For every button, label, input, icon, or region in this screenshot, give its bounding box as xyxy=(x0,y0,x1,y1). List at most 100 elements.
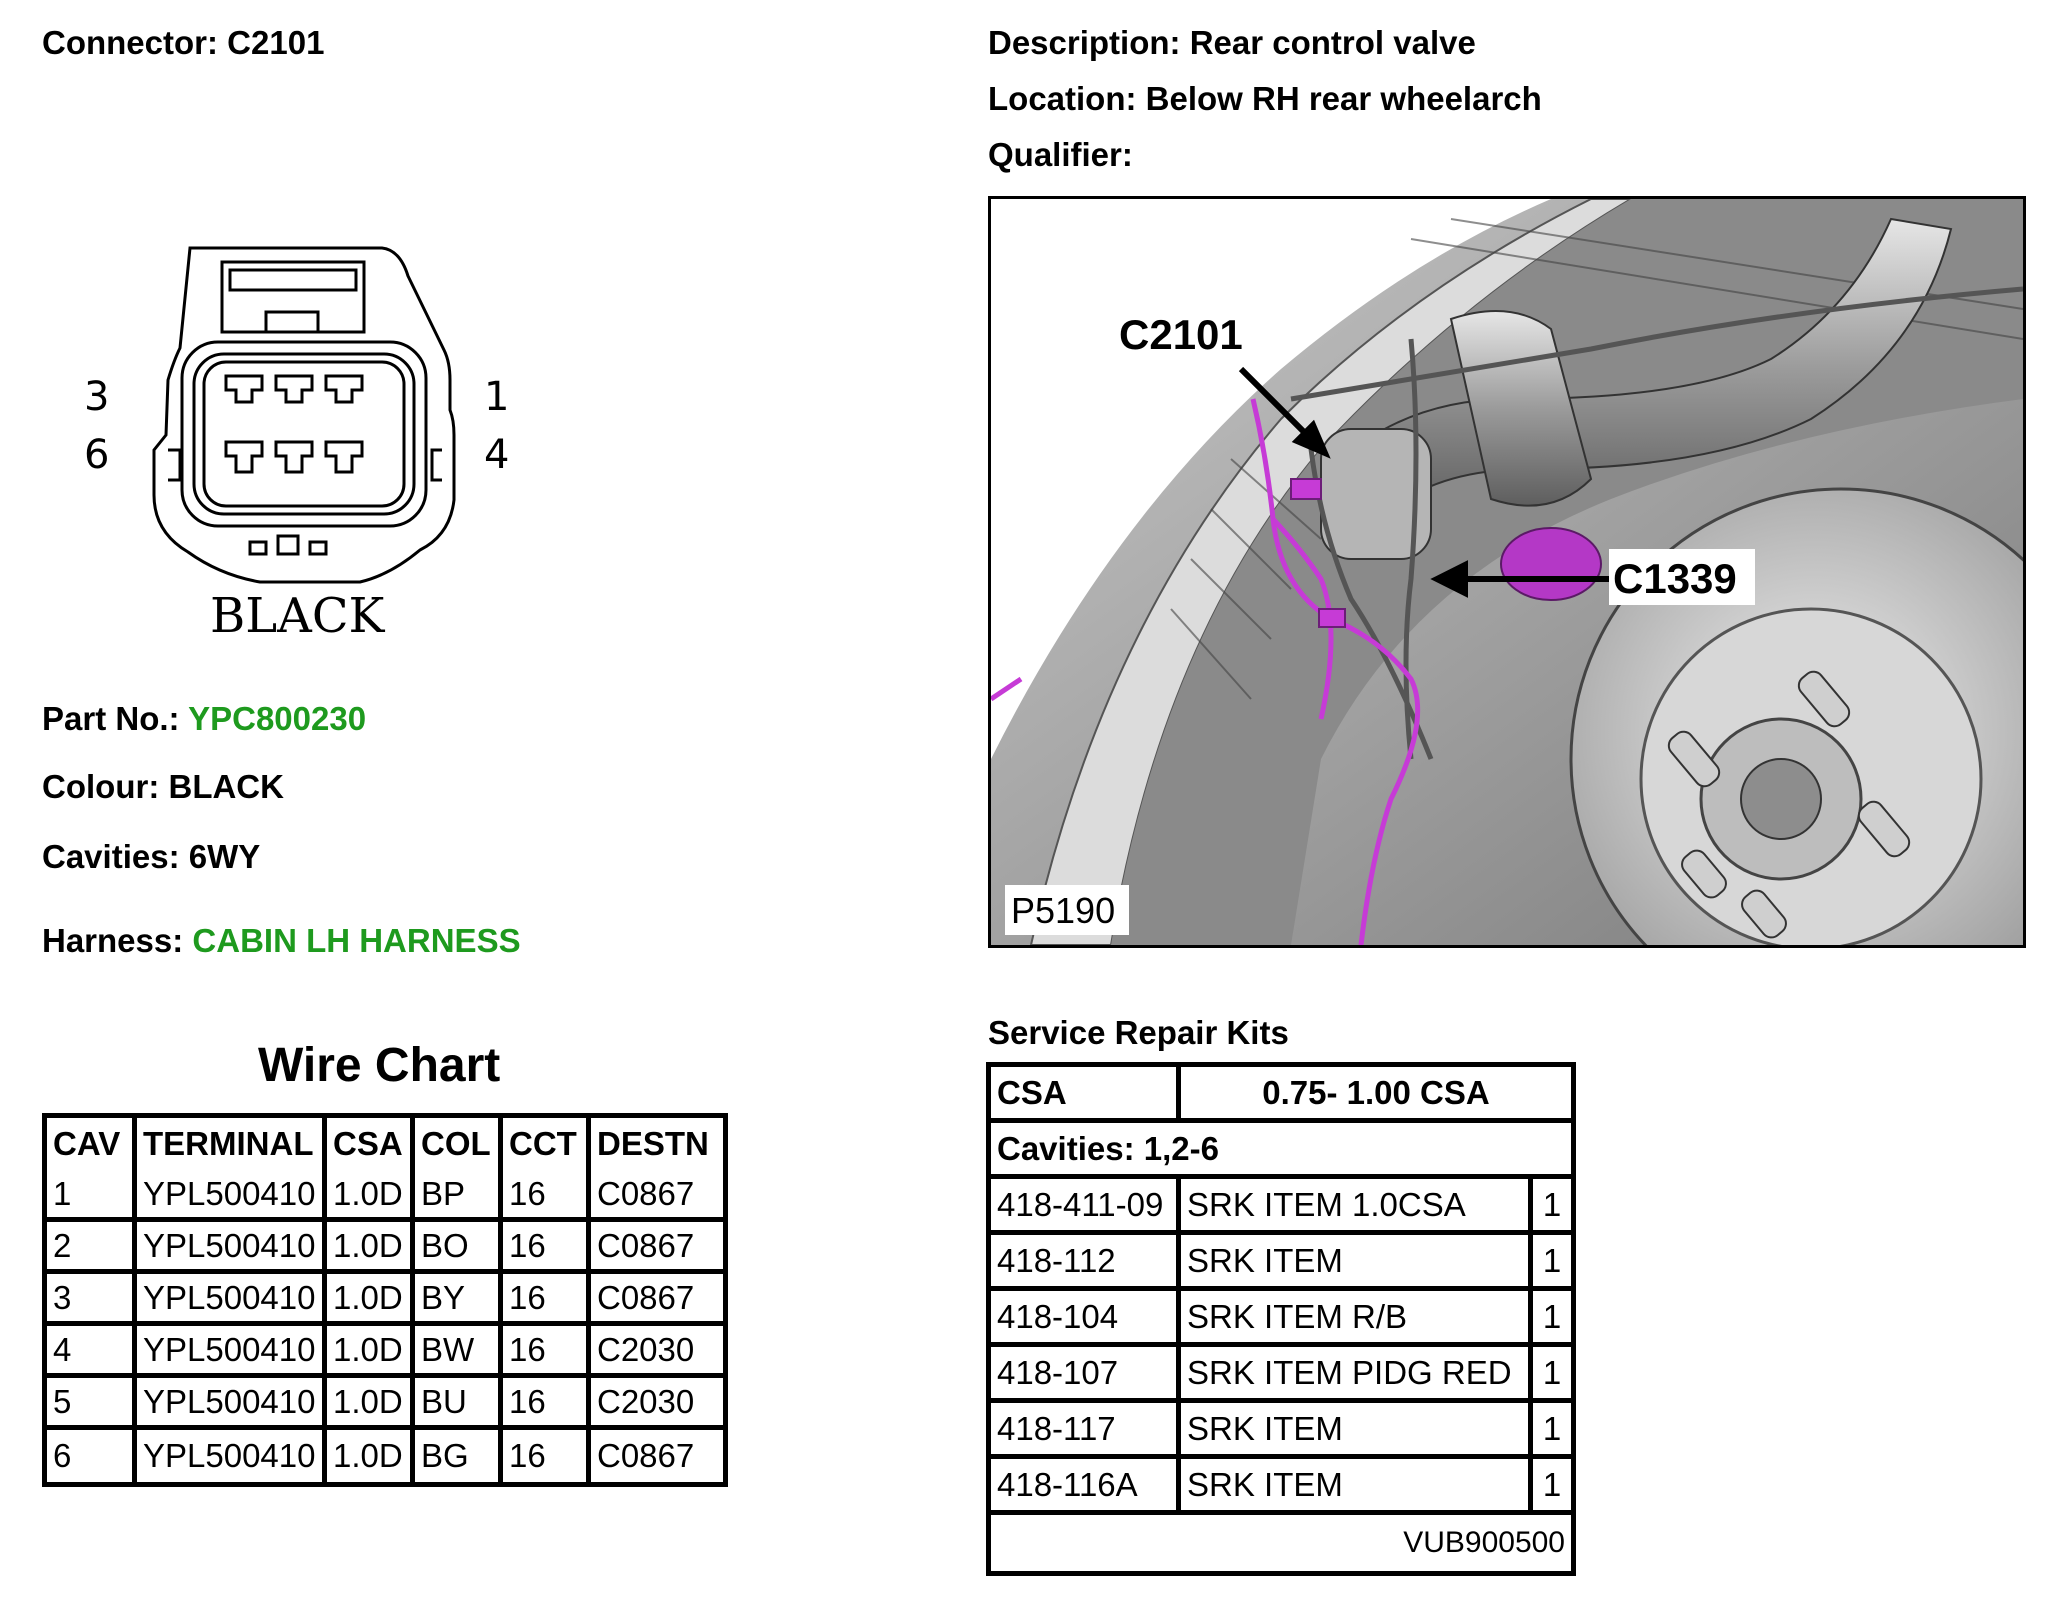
kits-csa-label: CSA xyxy=(991,1067,1181,1123)
qualifier-label: Qualifier: xyxy=(988,136,1133,173)
kits-csa-value: 0.75- 1.00 CSA xyxy=(1181,1067,1571,1123)
col-header-destn: DESTN xyxy=(597,1125,709,1162)
kits-cavities: Cavities: 1,2-6 xyxy=(991,1123,1571,1179)
harness-line: Harness: CABIN LH HARNESS xyxy=(42,922,521,960)
cell-cav: 6 xyxy=(47,1430,137,1482)
table-row: 5 YPL500410 1.0D BU 16 C2030 xyxy=(47,1378,723,1430)
pin-label-3: 3 xyxy=(84,374,109,420)
table-row: 418-117 SRK ITEM 1 xyxy=(991,1403,1571,1459)
table-row: 3 YPL500410 1.0D BY 16 C0867 xyxy=(47,1274,723,1326)
kit-part-number: 418-411-09 xyxy=(991,1179,1181,1235)
wire-chart-header-row: CAV TERMINAL CSA COL CCT DESTN xyxy=(47,1118,723,1170)
wire-chart-table: CAV TERMINAL CSA COL CCT DESTN 1 YPL5004… xyxy=(42,1113,728,1487)
location-photo-illustration: C2101 C1339 P5190 xyxy=(991,199,2023,945)
kit-quantity: 1 xyxy=(1533,1291,1571,1347)
cell-col: BO xyxy=(415,1222,503,1274)
kit-quantity: 1 xyxy=(1533,1403,1571,1459)
kit-description: SRK ITEM PIDG RED xyxy=(1181,1347,1533,1403)
cell-destn: C0867 xyxy=(591,1274,723,1326)
table-row: 418-116A SRK ITEM 1 xyxy=(991,1459,1571,1515)
kit-description: SRK ITEM xyxy=(1181,1235,1533,1291)
location-value: Below RH rear wheelarch xyxy=(1145,80,1542,117)
cell-col: BU xyxy=(415,1378,503,1430)
part-no-value[interactable]: YPC800230 xyxy=(188,700,367,737)
kit-part-number: 418-104 xyxy=(991,1291,1181,1347)
cell-destn: C0867 xyxy=(591,1170,723,1222)
cell-cav: 4 xyxy=(47,1326,137,1378)
pin-label-1: 1 xyxy=(484,374,509,420)
kit-description: SRK ITEM R/B xyxy=(1181,1291,1533,1347)
table-row: 418-112 SRK ITEM 1 xyxy=(991,1235,1571,1291)
cell-terminal: YPL500410 xyxy=(137,1378,327,1430)
connector-line: Connector: C2101 xyxy=(42,24,324,62)
harness-label: Harness: xyxy=(42,922,184,959)
cell-cav: 5 xyxy=(47,1378,137,1430)
col-header-col: COL xyxy=(415,1118,503,1170)
service-kits-title: Service Repair Kits xyxy=(988,1014,1289,1051)
cell-destn: C0867 xyxy=(597,1437,695,1474)
kit-part-number: 418-112 xyxy=(991,1235,1181,1291)
cavities-label: Cavities: xyxy=(42,838,180,875)
kit-description: SRK ITEM xyxy=(1181,1459,1533,1515)
kits-footer-row: VUB900500 xyxy=(991,1515,1571,1571)
kit-description: SRK ITEM 1.0CSA xyxy=(1181,1179,1533,1235)
pin-label-6: 6 xyxy=(84,432,109,478)
colour-value: BLACK xyxy=(168,768,284,805)
wire-chart-title: Wire Chart xyxy=(258,1039,501,1092)
cell-cct: 16 xyxy=(503,1326,591,1378)
cell-terminal: YPL500410 xyxy=(137,1222,327,1274)
cell-csa: 1.0D xyxy=(327,1378,415,1430)
connector-value: C2101 xyxy=(227,24,325,61)
kit-part-number: 418-107 xyxy=(991,1347,1181,1403)
cell-terminal: YPL500410 xyxy=(137,1430,327,1482)
callout-c2101: C2101 xyxy=(1119,311,1243,358)
description-line: Description: Rear control valve xyxy=(988,24,1476,62)
cell-cct: 16 xyxy=(503,1274,591,1326)
kits-footer-code: VUB900500 xyxy=(1403,1526,1565,1559)
cavities-value: 6WY xyxy=(188,838,261,875)
table-row: 4 YPL500410 1.0D BW 16 C2030 xyxy=(47,1326,723,1378)
location-line: Location: Below RH rear wheelarch xyxy=(988,80,1542,118)
cell-csa: 1.0D xyxy=(327,1170,415,1222)
cell-cav: 1 xyxy=(47,1170,137,1222)
cell-destn: C2030 xyxy=(591,1326,723,1378)
table-row: 2 YPL500410 1.0D BO 16 C0867 xyxy=(47,1222,723,1274)
pin-label-4: 4 xyxy=(484,432,509,478)
table-row: 1 YPL500410 1.0D BP 16 C0867 xyxy=(47,1170,723,1222)
cell-terminal: YPL500410 xyxy=(137,1274,327,1326)
cell-csa: 1.0D xyxy=(327,1430,415,1482)
table-row: 6 YPL500410 1.0D BG 16 C0867 xyxy=(47,1430,723,1482)
kit-part-number: 418-116A xyxy=(991,1459,1181,1515)
cavities-line: Cavities: 6WY xyxy=(42,838,260,876)
cell-col: BG xyxy=(415,1430,503,1482)
cell-destn: C0867 xyxy=(591,1222,723,1274)
kit-quantity: 1 xyxy=(1533,1179,1571,1235)
location-label: Location: xyxy=(988,80,1137,117)
colour-label: Colour: xyxy=(42,768,160,805)
kits-cavities-row: Cavities: 1,2-6 xyxy=(991,1123,1571,1179)
photo-ref: P5190 xyxy=(1011,890,1115,931)
qualifier-line: Qualifier: xyxy=(988,136,1133,174)
kit-quantity: 1 xyxy=(1533,1235,1571,1291)
kit-part-number: 418-117 xyxy=(991,1403,1181,1459)
kit-quantity: 1 xyxy=(1533,1459,1571,1515)
cell-csa: 1.0D xyxy=(327,1222,415,1274)
location-photo: C2101 C1339 P5190 xyxy=(988,196,2026,948)
col-header-csa: CSA xyxy=(327,1118,415,1170)
harness-value[interactable]: CABIN LH HARNESS xyxy=(192,922,521,959)
colour-line: Colour: BLACK xyxy=(42,768,284,806)
connector-label: Connector: xyxy=(42,24,218,61)
cell-col: BY xyxy=(415,1274,503,1326)
callout-c1339: C1339 xyxy=(1613,555,1737,602)
cell-csa: 1.0D xyxy=(327,1274,415,1326)
kit-quantity: 1 xyxy=(1533,1347,1571,1403)
col-header-cav: CAV xyxy=(47,1118,137,1170)
cell-destn: C2030 xyxy=(591,1378,723,1430)
table-row: 418-104 SRK ITEM R/B 1 xyxy=(991,1291,1571,1347)
description-label: Description: xyxy=(988,24,1181,61)
cell-csa: 1.0D xyxy=(327,1326,415,1378)
cell-terminal: YPL500410 xyxy=(137,1170,327,1222)
part-no-line: Part No.: YPC800230 xyxy=(42,700,366,738)
cell-cav: 3 xyxy=(47,1274,137,1326)
table-row: 418-107 SRK ITEM PIDG RED 1 xyxy=(991,1347,1571,1403)
